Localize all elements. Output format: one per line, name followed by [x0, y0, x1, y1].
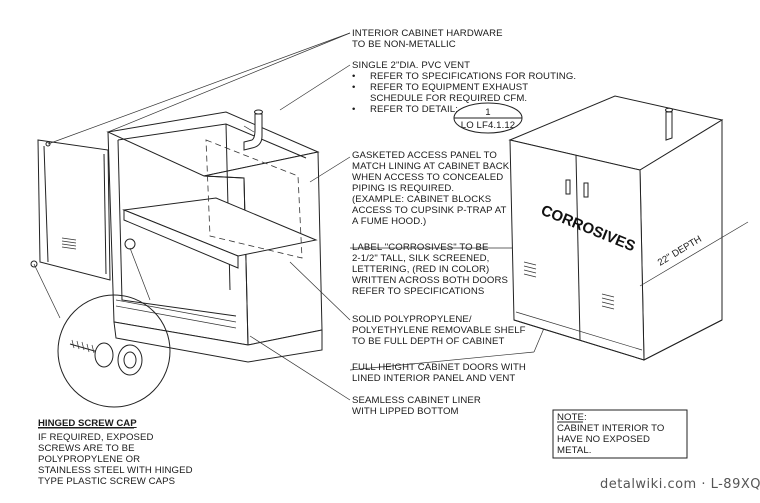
hinged-title: HINGED SCREW CAP	[38, 418, 137, 429]
door-vent	[61, 237, 77, 250]
depth-dimension-line	[639, 221, 749, 287]
detail-ref-sheet: LO LF4.1.12	[461, 120, 515, 131]
hardware-note: INTERIOR CABINET HARDWARE TO BE NON-META…	[352, 28, 503, 50]
hardware-line-2: TO BE NON-METALLIC	[352, 39, 456, 50]
hinged-line-2: SCREWS ARE TO BE	[38, 443, 135, 454]
access-line-1: GASKETED ACCESS PANEL TO	[352, 150, 497, 161]
label-line-5: REFER TO SPECIFICATIONS	[352, 286, 484, 297]
detail-reference: 1 LO LF4.1.12	[453, 102, 523, 134]
label-note: LABEL "CORROSIVES" TO BE 2-1/2" TALL, SI…	[352, 242, 508, 297]
label-line-3: LETTERING, (RED IN COLOR)	[352, 264, 489, 275]
doors-note: FULL HEIGHT CABINET DOORS WITH LINED INT…	[352, 362, 526, 384]
bullet-2: •	[352, 82, 355, 93]
hardware-line-1: INTERIOR CABINET HARDWARE	[352, 28, 503, 39]
vent-title: SINGLE 2"DIA. PVC VENT	[352, 60, 470, 71]
liner-line-2: WITH LIPPED BOTTOM	[352, 406, 459, 417]
vent-line-3: SCHEDULE FOR REQUIRED CFM.	[370, 93, 527, 104]
open-cabinet	[30, 109, 323, 363]
access-line-5: (EXAMPLE: CABINET BLOCKS	[352, 194, 491, 205]
closed-vent-pipe	[665, 111, 673, 141]
shelf-line-2: POLYETHYLENE REMOVABLE SHELF	[352, 325, 526, 336]
access-line-6: ACCESS TO CUPSINK P-TRAP AT	[352, 205, 507, 216]
hinged-line-1: IF REQUIRED, EXPOSED	[38, 432, 154, 443]
bullet-3: •	[352, 104, 355, 115]
label-line-1: LABEL "CORROSIVES" TO BE	[352, 242, 488, 253]
label-line-4: WRITTEN ACROSS BOTH DOORS	[352, 275, 508, 286]
note-box-frame	[552, 409, 688, 459]
shelf-line-3: TO BE FULL DEPTH OF CABINET	[352, 336, 505, 347]
label-line-2: 2-1/2" TALL, SILK SCREENED,	[352, 253, 489, 264]
shelf-note: SOLID POLYPROPYLENE/ POLYETHYLENE REMOVA…	[352, 314, 526, 347]
vent-line-4: REFER TO DETAIL:	[370, 104, 458, 115]
access-line-2: MATCH LINING AT CABINET BACK	[352, 161, 510, 172]
access-line-4: PIPING IS REQUIRED.	[352, 183, 454, 194]
open-door	[37, 139, 111, 281]
pvc-vent-pipe	[243, 113, 263, 151]
hinged-line-4: STAINLESS STEEL WITH HINGED	[38, 465, 193, 476]
screw-cap-detail	[33, 247, 171, 408]
doors-line-2: LINED INTERIOR PANEL AND VENT	[352, 373, 515, 384]
cabinet-base	[113, 321, 323, 363]
closed-door-vents	[523, 261, 615, 310]
screw-cap	[124, 238, 136, 250]
note-box-line-2: HAVE NO EXPOSED	[557, 434, 650, 445]
hinged-line-5: TYPE PLASTIC SCREW CAPS	[38, 476, 175, 487]
note-box: NOTE: CABINET INTERIOR TO HAVE NO EXPOSE…	[552, 409, 688, 459]
hinged-screw-cap-note: HINGED SCREW CAP IF REQUIRED, EXPOSED SC…	[38, 418, 193, 487]
detail-ref-number: 1	[485, 107, 490, 118]
vent-line-2: REFER TO EQUIPMENT EXHAUST	[370, 82, 528, 93]
access-panel	[205, 139, 303, 259]
bullet-1: •	[352, 71, 355, 82]
liner-note: SEAMLESS CABINET LINER WITH LIPPED BOTTO…	[352, 395, 481, 417]
access-line-7: A FUME HOOD.)	[352, 216, 426, 227]
note-box-line-3: METAL.	[557, 445, 592, 456]
door-split	[575, 154, 581, 341]
note-box-line-1: CABINET INTERIOR TO	[557, 423, 664, 434]
door-handle-right	[583, 182, 589, 198]
leader-lines	[47, 32, 561, 401]
magnifier-circle	[57, 294, 171, 408]
door-handle-left	[565, 179, 571, 195]
doors-line-1: FULL HEIGHT CABINET DOORS WITH	[352, 362, 526, 373]
shelf-line-1: SOLID POLYPROPYLENE/	[352, 314, 472, 325]
vent-note: SINGLE 2"DIA. PVC VENT • REFER TO SPECIF…	[352, 60, 576, 115]
access-panel-note: GASKETED ACCESS PANEL TO MATCH LINING AT…	[352, 150, 510, 227]
watermark: detalwiki.com · L-89XQ6	[600, 477, 760, 492]
vent-line-1: REFER TO SPECIFICATIONS FOR ROUTING.	[370, 71, 576, 82]
note-box-title: NOTE:	[557, 412, 587, 423]
hinged-line-3: POLYPROPYLENE OR	[38, 454, 140, 465]
closed-cabinet: 22" DEPTH CORROSIVES	[508, 95, 749, 361]
access-line-3: WHEN ACCESS TO CONCEALED	[352, 172, 503, 183]
liner-line-1: SEAMLESS CABINET LINER	[352, 395, 481, 406]
